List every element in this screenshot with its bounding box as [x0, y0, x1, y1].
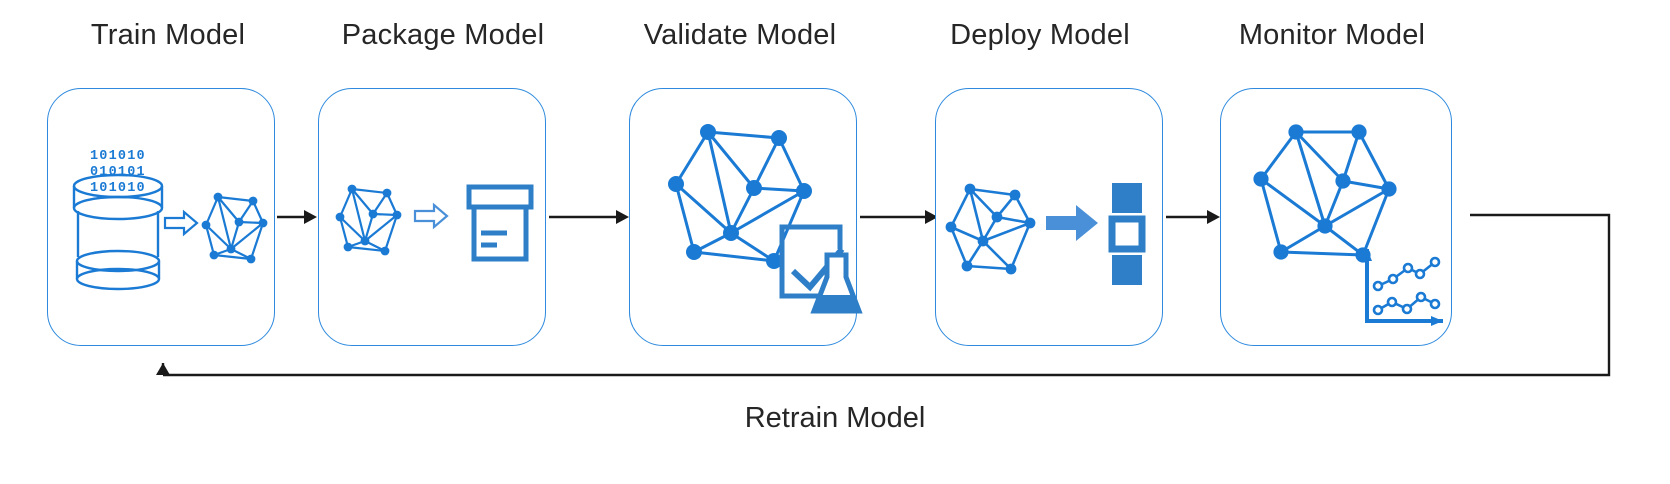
line-chart-icon — [1362, 249, 1443, 326]
server-squares-icon — [1108, 183, 1146, 285]
train-model-icon: 101010 010101 101010 — [72, 149, 268, 291]
svg-text:101010: 101010 — [90, 149, 146, 164]
network-graph-nodes — [668, 124, 812, 269]
network-graph-icon — [204, 195, 265, 261]
stage-title-validate-model: Validate Model — [643, 19, 837, 51]
connector-arrow-deploy-to-monitor — [1166, 210, 1220, 224]
database-cylinder-icon — [72, 173, 164, 291]
solid-right-arrow-icon — [1046, 205, 1098, 241]
network-graph-nodes — [945, 183, 1036, 275]
retrain-loop-label: Retrain Model — [744, 402, 926, 434]
monitor-model-icon — [1253, 124, 1443, 326]
line-chart-lower-markers — [1372, 291, 1441, 316]
network-graph-nodes — [335, 184, 402, 256]
binary-digits-icon: 101010 010101 101010 — [90, 149, 146, 196]
stage-card-deploy-model[interactable] — [935, 88, 1163, 346]
stage-card-train-model[interactable]: 101010 010101 101010 — [47, 88, 275, 346]
retrain-feedback-loop — [156, 213, 1611, 377]
validate-model-icon — [668, 124, 863, 314]
lab-flask-icon — [810, 252, 863, 314]
stage-card-package-model[interactable] — [318, 88, 546, 346]
line-chart-upper-markers — [1372, 256, 1441, 292]
package-model-icon — [335, 184, 534, 262]
connector-arrow-validate-to-deploy — [860, 210, 938, 224]
hollow-right-arrow-icon — [163, 209, 199, 237]
package-box-icon — [466, 184, 534, 262]
svg-text:010101: 010101 — [90, 165, 146, 180]
network-graph-nodes — [201, 192, 268, 264]
network-graph-icon — [1259, 130, 1391, 257]
stage-title-monitor-model: Monitor Model — [1238, 19, 1426, 51]
stage-title-deploy-model: Deploy Model — [950, 19, 1130, 51]
svg-text:101010: 101010 — [90, 181, 146, 196]
stage-card-validate-model[interactable] — [629, 88, 863, 346]
stage-card-monitor-model[interactable] — [1220, 88, 1452, 346]
deploy-model-icon — [945, 183, 1146, 285]
network-graph-nodes — [1253, 124, 1397, 263]
hollow-right-arrow-icon — [413, 202, 449, 230]
connector-arrow-package-to-validate — [549, 210, 629, 224]
stage-title-package-model: Package Model — [341, 19, 545, 51]
stage-title-train-model: Train Model — [90, 19, 246, 51]
connector-arrow-train-to-package — [277, 210, 317, 224]
